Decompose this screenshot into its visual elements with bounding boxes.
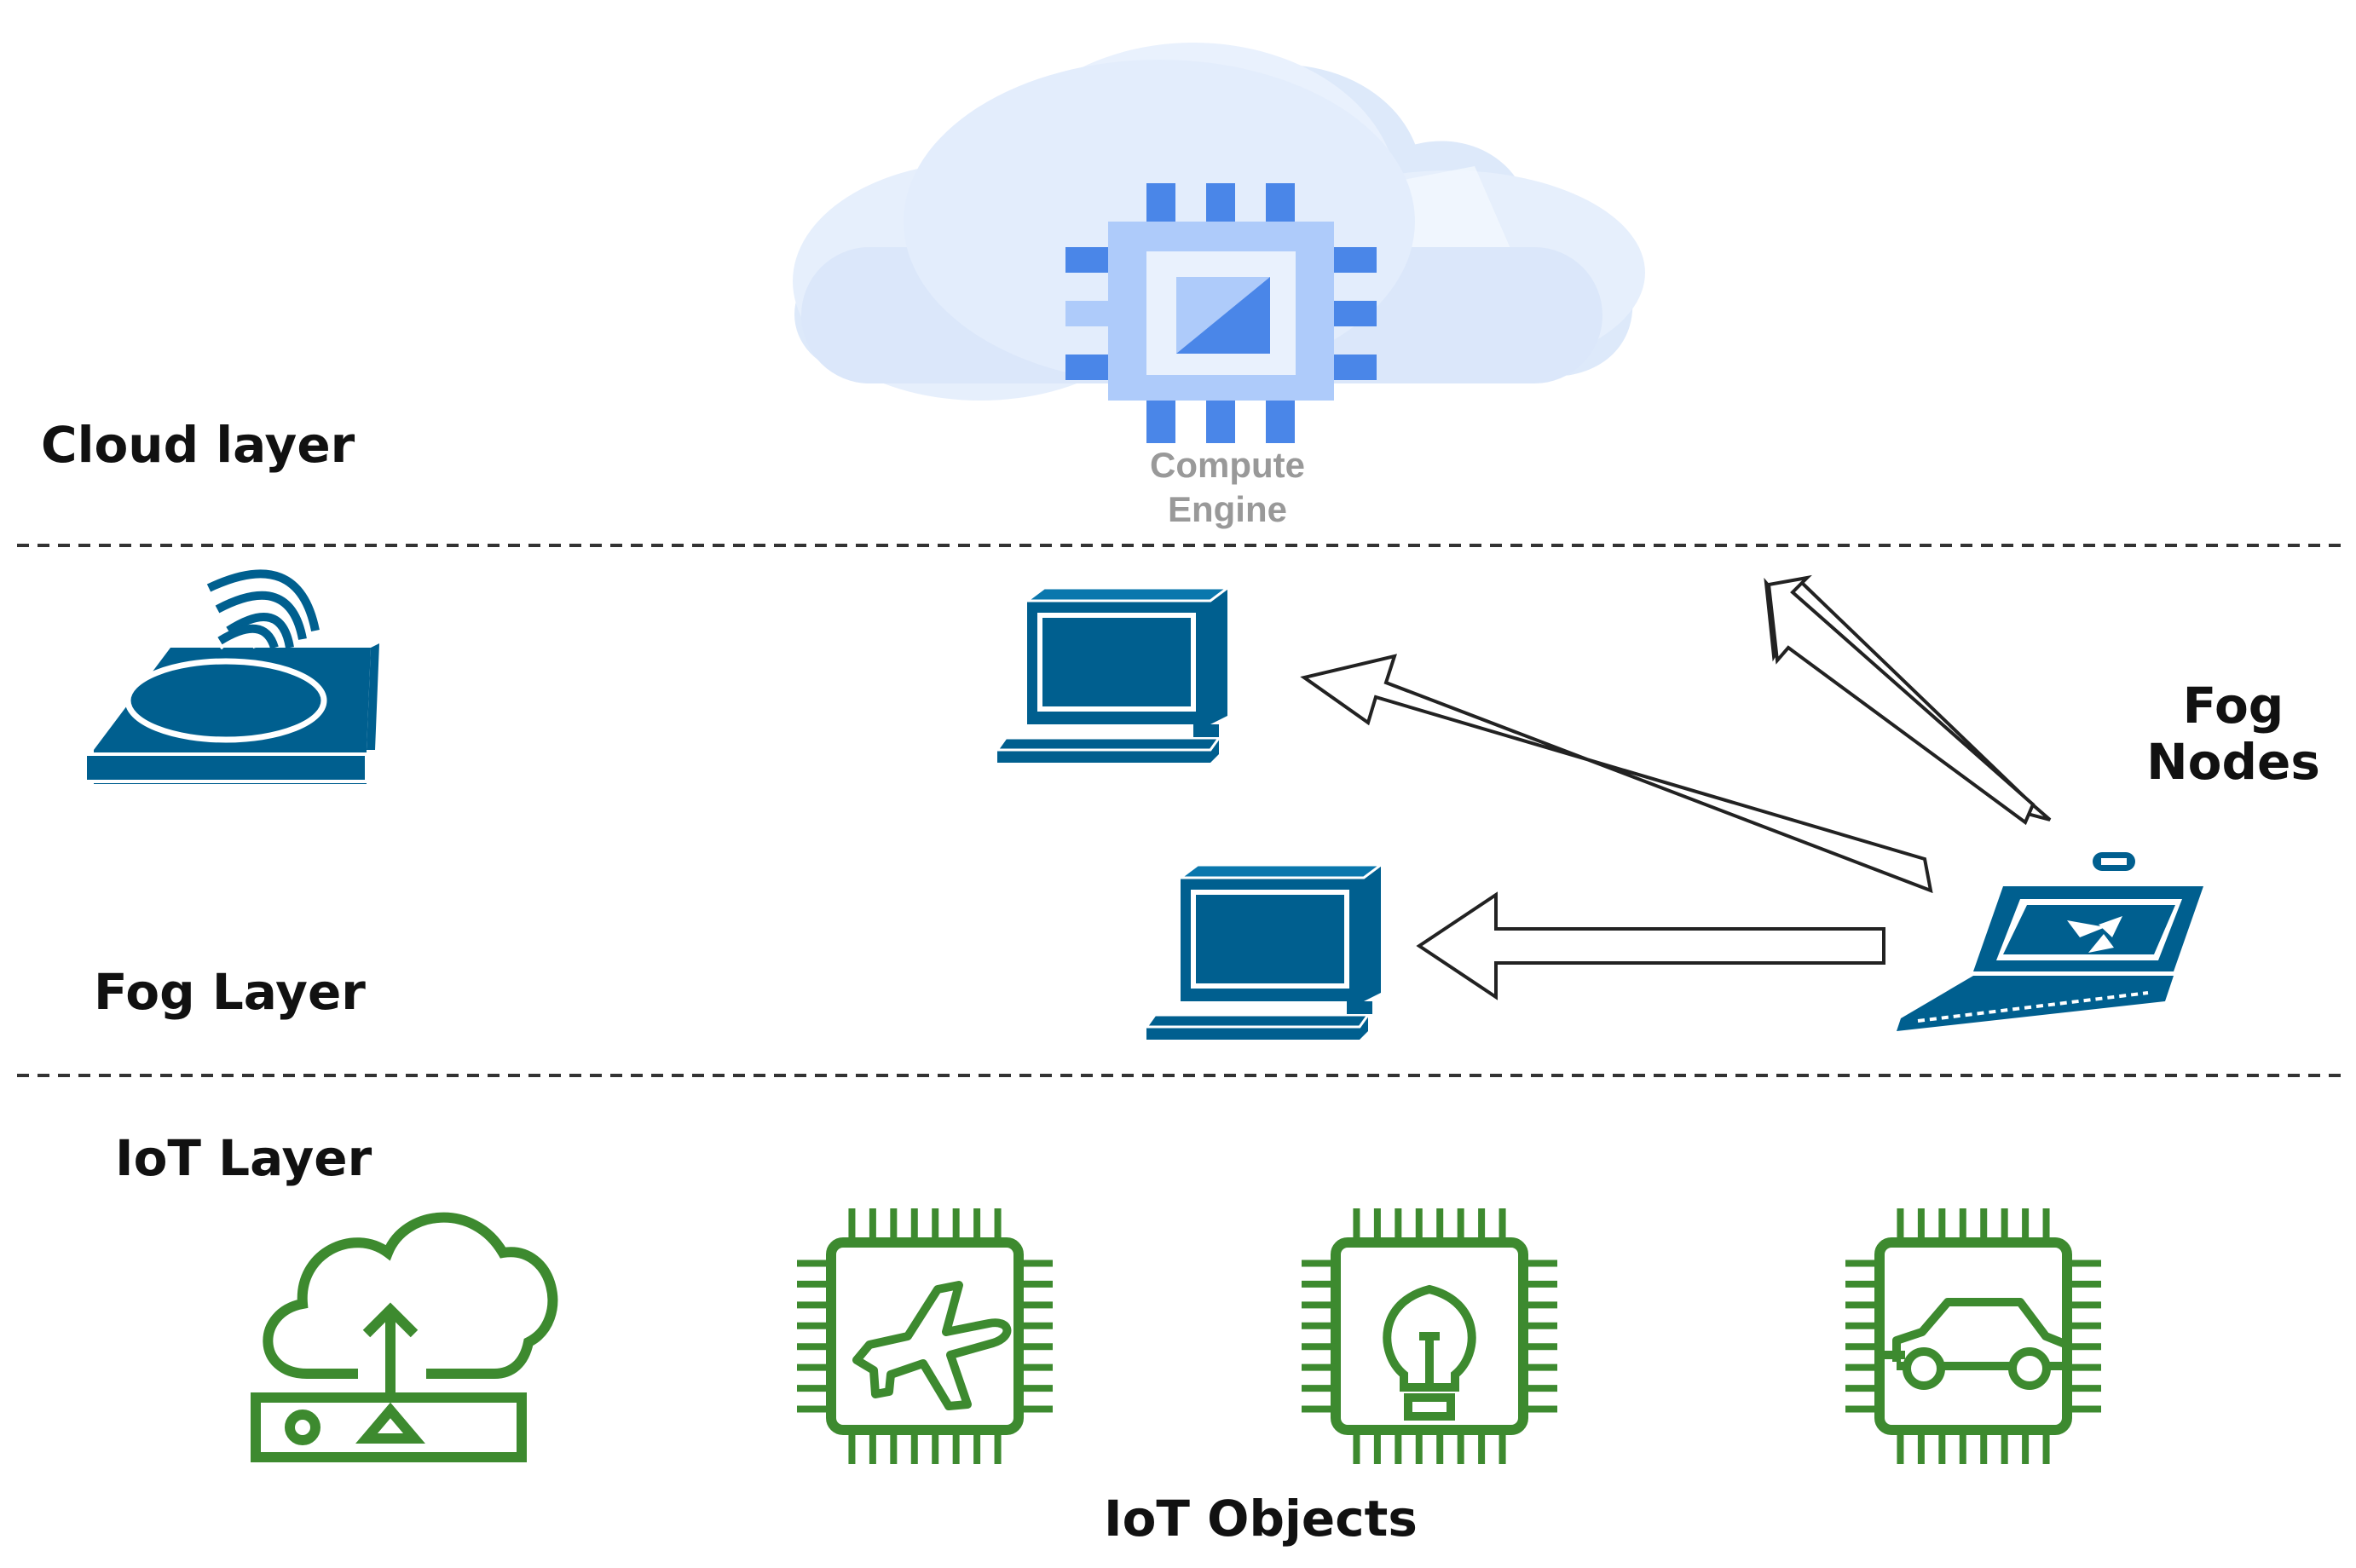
iot-layer-label: IoT Layer [115, 1129, 372, 1187]
fog-nodes-label: Fog Nodes [2080, 677, 2356, 790]
compute-engine-label: Compute Engine [1057, 443, 1398, 532]
arrow-fog-to-workstation-lower [1416, 891, 1885, 1000]
compute-engine-label-line1: Compute [1150, 445, 1305, 485]
fog-nodes-label-line2: Nodes [2146, 733, 2320, 791]
compute-engine-chip-icon [1065, 183, 1377, 443]
arrow-fog-to-cloud [1764, 574, 2052, 826]
compute-engine-label-line2: Engine [1167, 489, 1287, 529]
workstation-icon-upper [995, 586, 1232, 763]
airplane-chip-icon [797, 1208, 1053, 1464]
lightbulb-chip-icon [1302, 1208, 1557, 1464]
wireless-access-point-icon [84, 569, 379, 784]
cloud-upload-gateway-icon [251, 1212, 558, 1462]
car-chip-icon [1845, 1208, 2101, 1464]
cloud-layer-label: Cloud layer [41, 416, 355, 474]
fog-node-laptop-icon [1897, 852, 2203, 1031]
fog-nodes-label-line1: Fog [2182, 677, 2284, 735]
workstation-icon-lower [1144, 863, 1385, 1040]
arrow-fog-to-workstation-upper [1300, 654, 1933, 894]
fog-layer-label: Fog Layer [94, 963, 366, 1021]
iot-objects-label: IoT Objects [1104, 1490, 1418, 1548]
